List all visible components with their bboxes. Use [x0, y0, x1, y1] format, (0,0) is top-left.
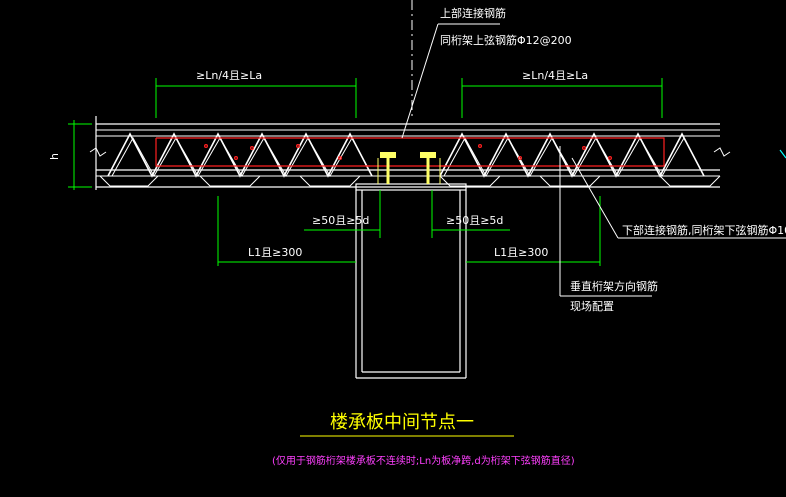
- leader-bottom-rebar: [571, 157, 619, 239]
- dim-mid-left-label: ≥50且≥5d: [312, 214, 369, 227]
- diagram-title: 楼承板中间节点一: [330, 412, 474, 433]
- right-end-rebar: [440, 137, 665, 167]
- rebar-dot: [250, 146, 255, 151]
- left-break-mark: [89, 147, 107, 157]
- rebar-dot: [234, 156, 239, 161]
- steel-beam-top: [355, 152, 467, 191]
- rebar-dot: [338, 156, 343, 161]
- rebar-dot: [204, 144, 209, 149]
- dim-bottom-left-label: L1且≥300: [248, 246, 302, 259]
- left-deck-profile: [99, 175, 361, 187]
- rebar-dot: [607, 156, 612, 161]
- rebar-dot: [581, 146, 586, 151]
- left-truss-web: [107, 132, 373, 178]
- stud-left: [380, 152, 396, 158]
- right-truss-web-2: [443, 136, 703, 178]
- right-deck-profile: [439, 175, 721, 187]
- height-mark: h: [48, 153, 61, 160]
- section-mark-right: [779, 149, 786, 159]
- steel-beam: [355, 190, 467, 379]
- bottom-rebar-spec: 下部连接钢筋,同桁架下弦钢筋Φ10@20: [622, 223, 786, 237]
- rebar-dot: [296, 144, 301, 149]
- dim-mid-right-label: ≥50且≥5d: [446, 214, 503, 227]
- perp-rebar-line1: 垂直桁架方向钢筋: [570, 279, 658, 293]
- left-end-rebar: [155, 138, 370, 167]
- left-truss-web-2: [111, 136, 371, 178]
- top-rebar-spec: 同桁架上弦钢筋Φ12@200: [440, 33, 572, 47]
- leader-lines: [401, 0, 786, 297]
- diagram-note: (仅用于钢筋桁架楼承板不连续时;Ln为板净跨,d为桁架下弦钢筋直径): [272, 454, 575, 467]
- rebar-group: [155, 137, 665, 167]
- dim-bottom-right-label: L1且≥300: [494, 246, 548, 259]
- slab-section: [89, 116, 731, 190]
- top-rebar-title: 上部连接钢筋: [440, 6, 506, 20]
- section-marks: [779, 149, 786, 159]
- dim-top-right-label: ≥Ln/4且≥La: [522, 69, 588, 82]
- beam-flange: [355, 183, 467, 191]
- dimension-lines: [68, 78, 663, 266]
- leader-top-rebar: [401, 23, 439, 139]
- rebar-dot: [478, 144, 483, 149]
- right-break-mark: [713, 147, 731, 157]
- rebar-dot: [517, 156, 522, 161]
- dim-top-left-label: ≥Ln/4且≥La: [196, 69, 262, 82]
- perp-rebar-line2: 现场配置: [570, 299, 614, 313]
- stud-right: [420, 152, 436, 158]
